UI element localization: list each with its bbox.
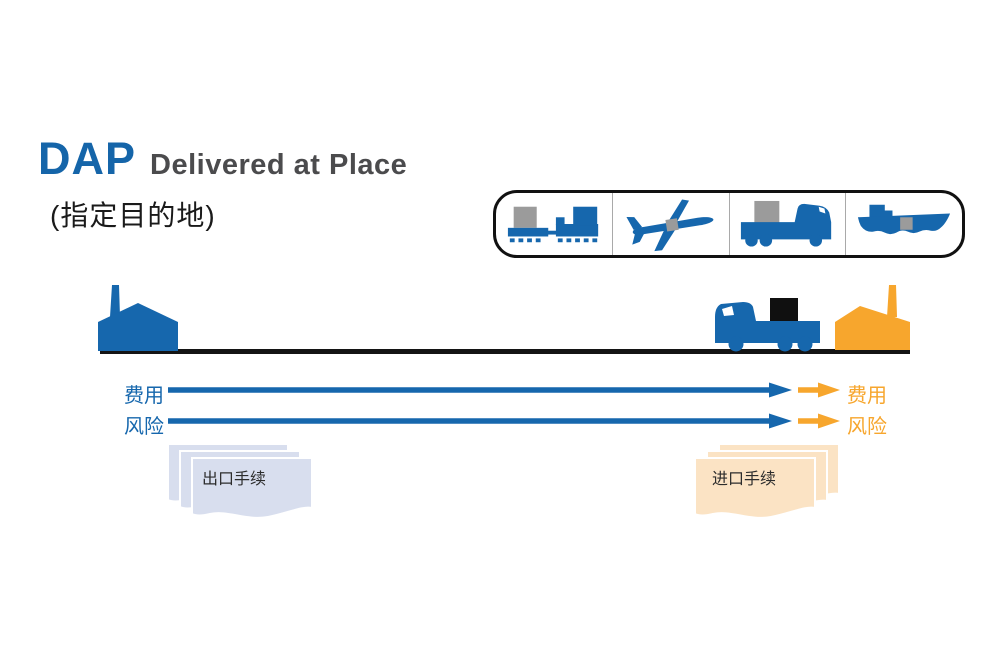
train-icon — [507, 206, 599, 243]
delivery-truck-icon — [715, 298, 820, 352]
cost-left-label: 费用 — [124, 385, 164, 407]
transport-cell-road — [728, 193, 846, 255]
export-documents-stack — [167, 443, 313, 519]
risk-right-label: 风险 — [847, 416, 887, 438]
transport-modes-box — [493, 190, 965, 258]
airplane-icon — [626, 199, 714, 252]
transport-cell-rail — [496, 193, 612, 255]
page-title: DAP Delivered at Place — [38, 133, 407, 185]
seller-factory-icon — [98, 285, 178, 351]
import-documents-label: 进口手续 — [712, 471, 777, 488]
risk-flow-arrow — [168, 413, 840, 429]
transport-cell-air — [611, 193, 729, 255]
ship-icon — [858, 204, 951, 235]
title-full-name: Delivered at Place — [150, 149, 408, 181]
import-documents-stack — [694, 443, 840, 519]
export-documents-label: 出口手续 — [202, 471, 267, 488]
title-acronym: DAP — [38, 133, 137, 184]
ground-line — [100, 349, 910, 354]
truck-icon — [741, 200, 832, 247]
destination-building-icon — [835, 285, 910, 350]
cost-flow-arrow — [168, 382, 840, 398]
title-subtitle-zh: (指定目的地) — [50, 200, 216, 231]
transport-cell-sea — [845, 193, 962, 255]
risk-left-label: 风险 — [124, 416, 164, 438]
cost-right-label: 费用 — [847, 385, 887, 407]
